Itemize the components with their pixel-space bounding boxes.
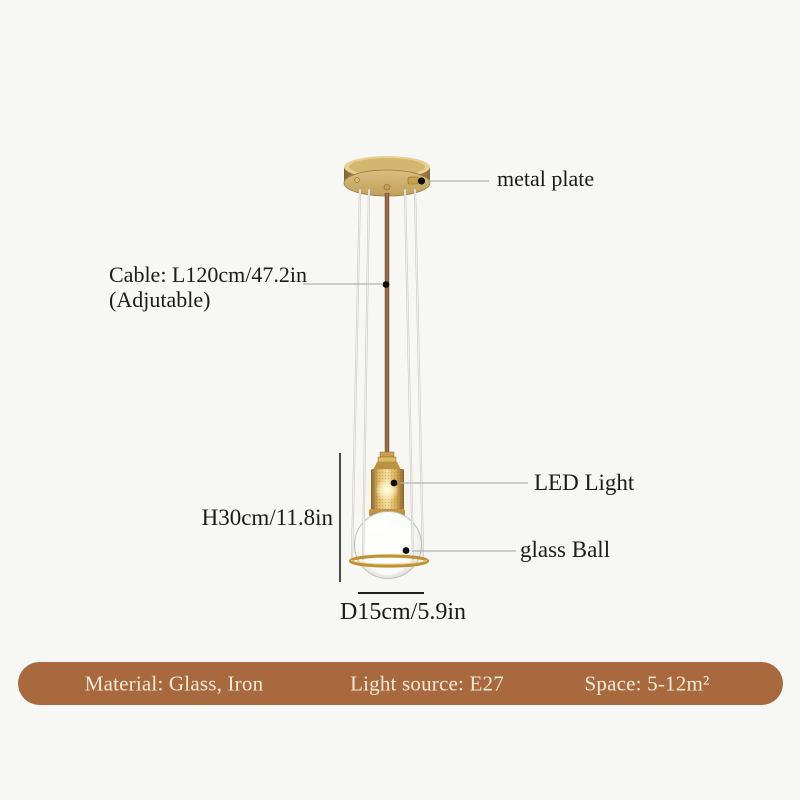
height-dimension-label: H30cm/11.8in	[201, 505, 333, 530]
main-cable	[384, 193, 390, 455]
spec-bar: Material: Glass, Iron Light source: E27 …	[18, 662, 783, 705]
cable-label-line1: Cable: L120cm/47.2in	[109, 262, 307, 287]
diameter-dimension-label: D15cm/5.9in	[340, 599, 466, 625]
support-cables	[350, 188, 425, 561]
leader-lines	[303, 180, 528, 552]
led-light-label: LED Light	[534, 470, 635, 495]
cable-label: Cable: L120cm/47.2in (Adjutable)	[109, 262, 329, 312]
canopy-clamp	[407, 176, 419, 185]
glass-ball-graphic	[354, 511, 422, 579]
spec-space: Space: 5-12m²	[584, 671, 710, 695]
spec-light-source: Light source: E27	[350, 671, 504, 695]
glass-ball-label: glass Ball	[520, 537, 611, 562]
metal-plate-label: metal plate	[497, 166, 595, 191]
canopy-screw-left	[354, 177, 360, 183]
spec-material: Material: Glass, Iron	[84, 671, 264, 695]
canopy-center-fitting	[383, 183, 391, 191]
leader-dots	[382, 177, 426, 554]
gold-ring-graphic	[348, 554, 430, 568]
cable-label-line2: (Adjutable)	[109, 287, 211, 312]
metal-plate-graphic	[343, 156, 431, 197]
